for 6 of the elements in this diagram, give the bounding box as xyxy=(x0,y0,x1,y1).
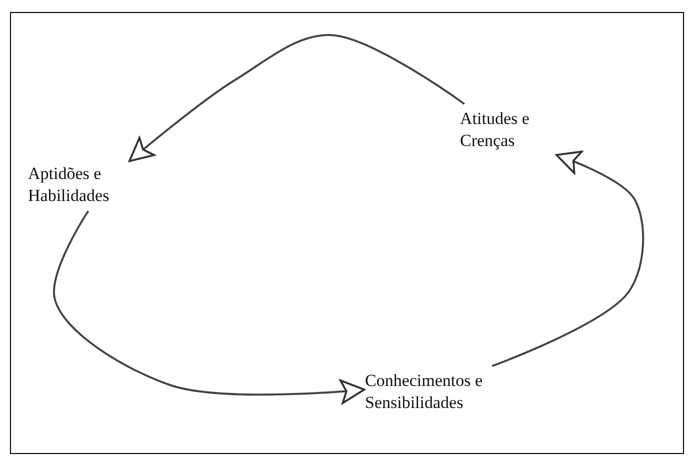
node-label: Aptidões e Habilidades xyxy=(28,163,168,207)
curved-arrow xyxy=(492,150,644,367)
curved-arrow xyxy=(128,34,465,162)
node-label: Atitudes e Crenças xyxy=(460,108,570,152)
curved-arrow xyxy=(53,210,366,404)
node-label: Conhecimentos e Sensibilidades xyxy=(365,370,525,414)
